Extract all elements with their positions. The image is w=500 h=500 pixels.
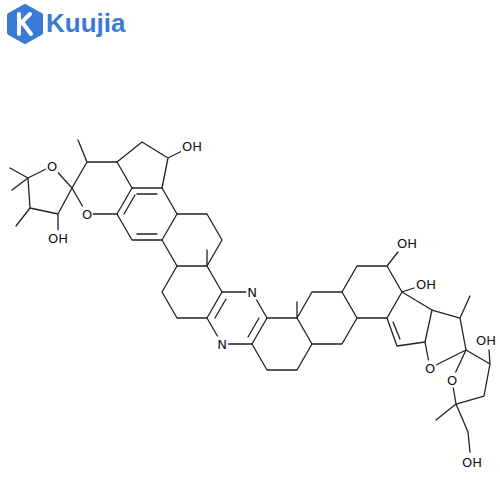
atom-label: OH bbox=[475, 333, 497, 348]
atom-label: OH bbox=[181, 139, 203, 154]
atom-label: O bbox=[46, 159, 58, 174]
spiro-oxolane-ring bbox=[436, 350, 490, 452]
atom-label: O bbox=[424, 361, 436, 376]
atom-label: OH bbox=[396, 236, 418, 251]
ring-b bbox=[162, 214, 222, 266]
ring-c2 bbox=[342, 252, 402, 318]
logo-glyph bbox=[19, 14, 31, 34]
atom-label: OH bbox=[461, 455, 483, 470]
spiro-oxolane-ring bbox=[10, 166, 72, 230]
atom-label: O bbox=[81, 207, 93, 222]
atom-label: O bbox=[446, 373, 458, 388]
aromatic-ring bbox=[117, 188, 177, 240]
cyclopentene-ring bbox=[387, 288, 432, 346]
cyclopentane-ring bbox=[117, 142, 184, 188]
atom-label: N bbox=[216, 337, 228, 352]
ring-b2 bbox=[297, 292, 357, 344]
logo-badge bbox=[9, 6, 41, 42]
ring-a2 bbox=[252, 302, 312, 370]
logo-text: Kuujia bbox=[46, 10, 125, 36]
atom-label: N bbox=[246, 285, 258, 300]
ring-a bbox=[162, 266, 222, 318]
pyran-ring bbox=[72, 140, 117, 214]
atom-label: OH bbox=[47, 231, 69, 246]
atom-label: OH bbox=[415, 277, 437, 292]
